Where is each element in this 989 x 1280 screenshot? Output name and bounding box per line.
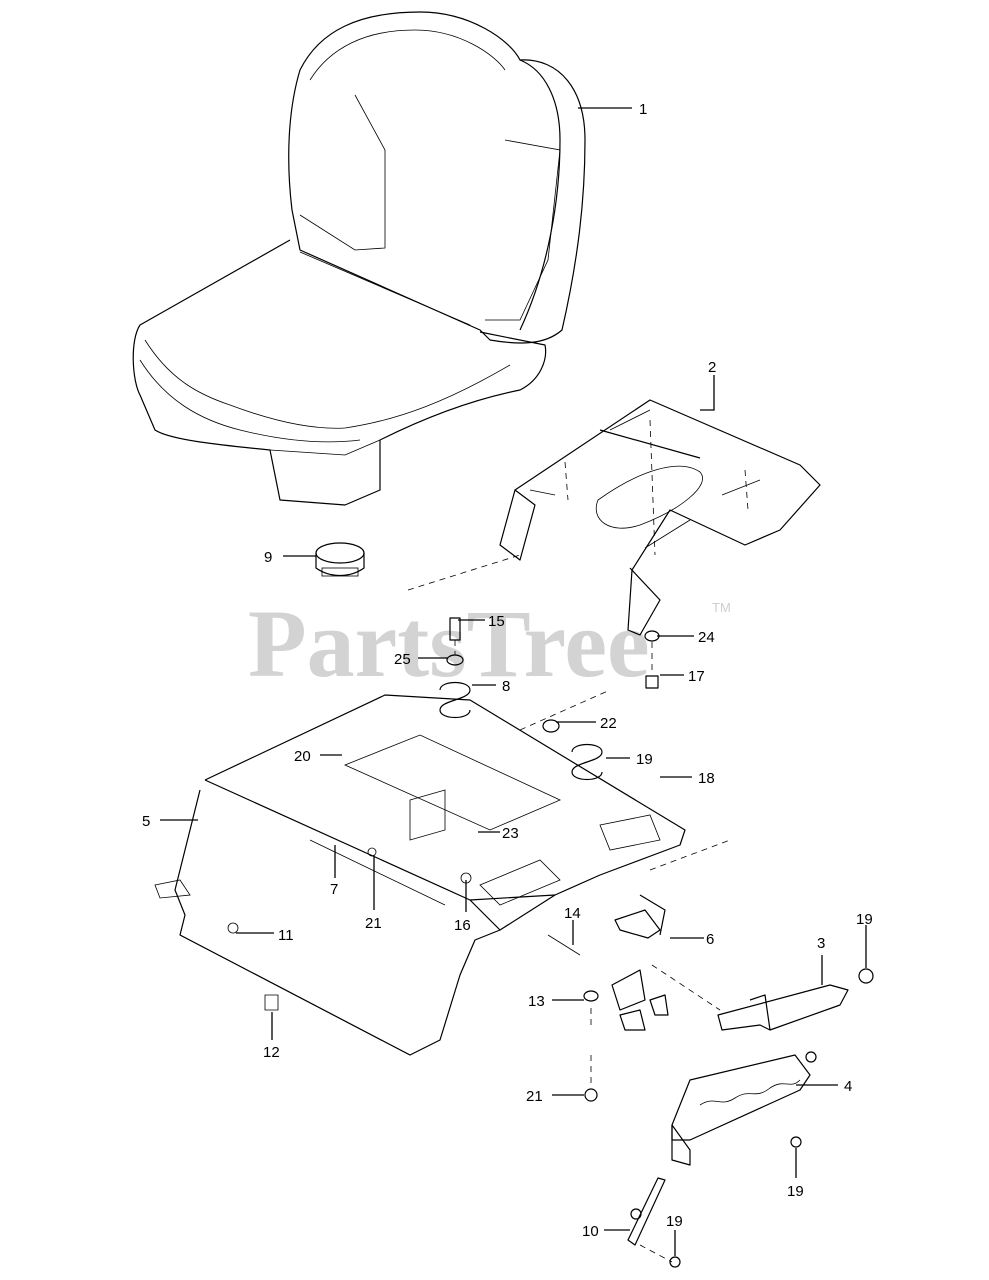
callout-16: 16	[454, 917, 471, 934]
watermark-text: PartsTree	[248, 590, 650, 697]
seat-bracket-part	[407, 399, 821, 636]
callout-13: 13	[528, 993, 545, 1010]
callout-22: 22	[600, 715, 617, 732]
callout-23: 23	[502, 825, 519, 842]
callout-1: 1	[639, 101, 647, 118]
callout-2: 2	[708, 359, 716, 376]
callout-21-lower: 21	[526, 1088, 543, 1105]
callout-4: 4	[844, 1078, 852, 1095]
callout-11: 11	[278, 927, 294, 944]
callout-15: 15	[488, 613, 505, 630]
callout-17: 17	[688, 668, 705, 685]
callout-19-right: 19	[856, 911, 873, 928]
callout-20: 20	[294, 748, 311, 765]
callout-14: 14	[564, 905, 581, 922]
spring-stack-part	[439, 617, 660, 781]
callout-6: 6	[706, 931, 714, 948]
callout-19-bottom: 19	[666, 1213, 683, 1230]
callout-25: 25	[394, 651, 411, 668]
callout-5: 5	[142, 813, 150, 830]
callout-24: 24	[698, 629, 715, 646]
seat-base-part	[154, 689, 731, 1056]
callout-19-upper: 19	[636, 751, 653, 768]
callout-10: 10	[582, 1223, 599, 1240]
callout-12: 12	[263, 1044, 280, 1061]
callout-3: 3	[817, 935, 825, 952]
callout-labels: 1 2 9 15 25 8 24 17 22 20 19 18 5 23 7 2…	[142, 101, 873, 1240]
callout-8: 8	[502, 678, 510, 695]
watermark-trademark: TM	[712, 600, 731, 615]
callout-18: 18	[698, 770, 715, 787]
callout-7: 7	[330, 881, 338, 898]
seat-switch-part	[315, 542, 365, 577]
seat-part	[132, 11, 586, 506]
callout-9: 9	[264, 549, 272, 566]
callout-19-lower: 19	[787, 1183, 804, 1200]
lower-brackets-part	[547, 894, 721, 1102]
callout-21-upper: 21	[365, 915, 382, 932]
slide-rail-part	[627, 968, 874, 1268]
leader-lines	[160, 107, 867, 1256]
